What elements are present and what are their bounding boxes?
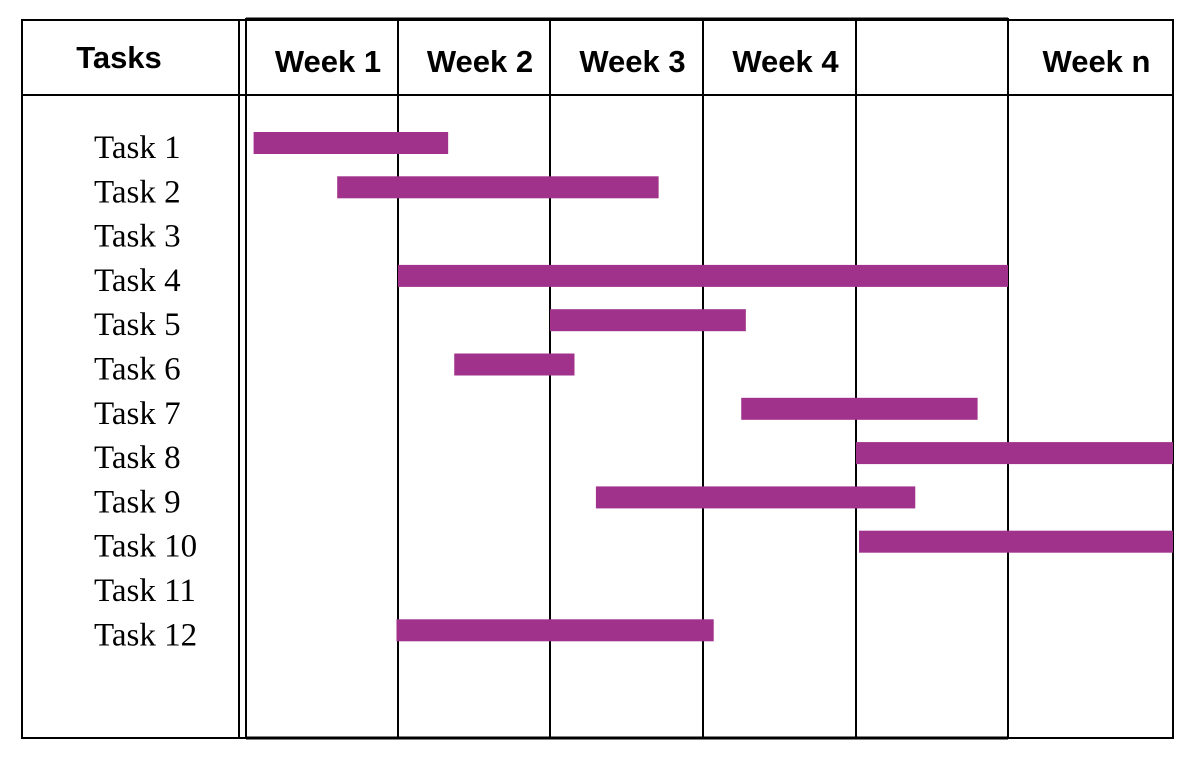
task-bar [454, 353, 575, 376]
task-label: Task 12 [94, 617, 197, 653]
task-label: Task 11 [94, 573, 196, 609]
column-headers: Tasks Week 1 Week 2 Week 3 Week 4 Week n [76, 40, 1150, 79]
task-bar [398, 264, 1008, 287]
task-column-header: Tasks [76, 40, 162, 75]
week-header: Week 1 [275, 44, 381, 79]
task-label: Task 10 [94, 529, 197, 565]
task-bar [550, 309, 746, 332]
task-bar [859, 530, 1173, 553]
task-label: Task 5 [94, 307, 181, 343]
week-header: Week n [1043, 44, 1151, 79]
task-label: Task 4 [94, 263, 181, 299]
week-header: Week 4 [732, 44, 839, 79]
task-bars [253, 132, 1173, 642]
task-label: Task 2 [94, 174, 181, 210]
table-frame [21, 17, 1174, 740]
week-header: Week 3 [579, 44, 685, 79]
week-header: Week 2 [427, 44, 533, 79]
task-label: Task 1 [94, 130, 181, 166]
task-label: Task 9 [94, 484, 181, 520]
task-bar [595, 486, 916, 509]
task-labels: Task 1 Task 2 Task 3 Task 4 Task 5 Task 6 Task… [94, 130, 197, 653]
task-label: Task 8 [94, 440, 181, 476]
task-bar [253, 132, 449, 154]
task-bar [856, 442, 1173, 465]
task-label: Task 3 [94, 219, 181, 255]
task-bar [337, 176, 659, 199]
task-bar [396, 619, 714, 642]
task-label: Task 7 [94, 396, 181, 432]
task-label: Task 6 [94, 352, 181, 388]
task-bar [741, 397, 978, 420]
